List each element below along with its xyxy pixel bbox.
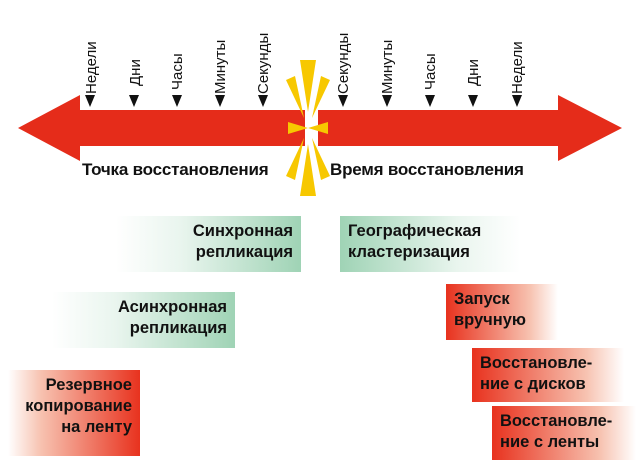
- sync-replication-line-1: Синхронная: [192, 222, 293, 240]
- async-replication-line-2: репликация: [129, 319, 227, 337]
- tick-label-left-seconds: Секунды: [255, 32, 272, 94]
- tick-mark-left-5: [258, 95, 268, 107]
- tape-backup-line-1: Резервное: [45, 376, 132, 394]
- tick-mark-right-5: [512, 95, 522, 107]
- disk-restore-box: Восстановле- ние с дисков: [472, 348, 624, 402]
- tick-mark-right-1: [338, 95, 348, 107]
- tape-restore-box: Восстановле- ние с ленты: [492, 406, 636, 460]
- async-replication-line-1: Асинхронная: [117, 298, 227, 316]
- tick-label-right-minutes: Минуты: [379, 39, 396, 94]
- sync-replication-line-2: репликация: [195, 243, 293, 261]
- tape-backup-box: Резервное копирование на ленту: [8, 370, 140, 456]
- tick-label-right-hours: Часы: [422, 53, 439, 90]
- tick-label-left-days: Дни: [127, 59, 144, 86]
- sync-replication-box: Синхронная репликация: [116, 216, 301, 272]
- tape-backup-line-2: копирование: [25, 397, 132, 415]
- manual-start-line-2: вручную: [454, 311, 526, 329]
- disk-restore-line-1: Восстановле-: [480, 354, 593, 372]
- manual-start-box: Запуск вручную: [446, 284, 558, 340]
- tape-restore-line-1: Восстановле-: [500, 412, 613, 430]
- tick-mark-left-3: [172, 95, 182, 107]
- tick-label-left-weeks: Недели: [83, 41, 100, 94]
- tick-mark-left-1: [85, 95, 95, 107]
- recovery-time-label: Время восстановления: [330, 160, 524, 179]
- left-arrow-shape: [18, 95, 305, 161]
- tick-mark-left-4: [215, 95, 225, 107]
- tape-backup-line-3: на ленту: [61, 418, 132, 436]
- tape-restore-line-2: ние с ленты: [500, 433, 600, 451]
- timeline-arrow: [18, 60, 622, 196]
- recovery-point-label: Точка восстановления: [82, 160, 269, 179]
- tick-mark-right-2: [382, 95, 392, 107]
- tick-label-right-weeks: Недели: [509, 41, 526, 94]
- tick-label-left-hours: Часы: [169, 53, 186, 90]
- tick-mark-left-2: [129, 95, 139, 107]
- tick-label-right-days: Дни: [465, 59, 482, 86]
- geo-clustering-line-2: кластеризация: [348, 243, 470, 261]
- manual-start-line-1: Запуск: [454, 290, 510, 308]
- right-arrow-shape: [318, 95, 622, 161]
- geo-clustering-box: Географическая кластеризация: [340, 216, 520, 272]
- disk-restore-line-2: ние с дисков: [480, 375, 586, 393]
- async-replication-box: Асинхронная репликация: [52, 292, 235, 348]
- burst-icon: [286, 60, 330, 196]
- tick-label-left-minutes: Минуты: [212, 39, 229, 94]
- tick-label-right-seconds: Секунды: [335, 32, 352, 94]
- tick-mark-right-3: [425, 95, 435, 107]
- tick-mark-right-4: [468, 95, 478, 107]
- geo-clustering-line-1: Географическая: [348, 222, 482, 240]
